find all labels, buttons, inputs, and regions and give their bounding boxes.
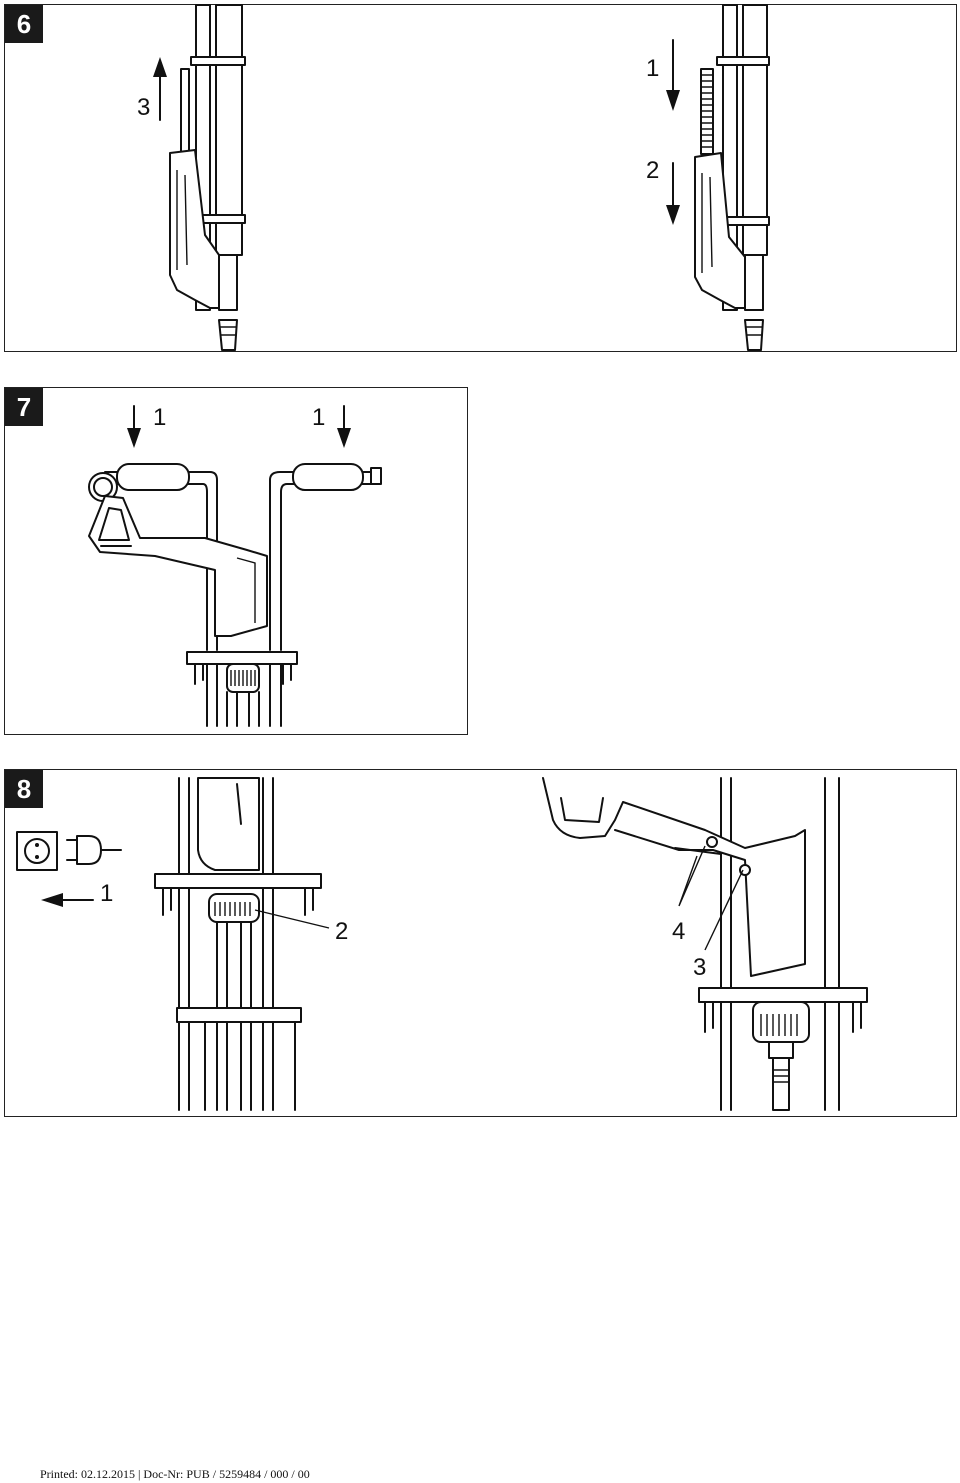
figure-6-panel: 6 bbox=[4, 4, 957, 352]
figure-7-number: 7 bbox=[5, 388, 43, 426]
figure-8-number: 8 bbox=[5, 770, 43, 808]
figure-8-right-unit bbox=[542, 777, 868, 1111]
figure-8-callout-4: 4 bbox=[672, 918, 686, 945]
figure-7-panel: 7 1 1 bbox=[4, 387, 468, 735]
figure-6-left-tool bbox=[153, 4, 246, 351]
figure-8-illustration bbox=[16, 777, 868, 1111]
figure-8-callout-3: 3 bbox=[693, 954, 707, 981]
figure-6-callout-1: 1 bbox=[646, 55, 660, 82]
figure-8-callout-2: 2 bbox=[335, 918, 349, 945]
figure-7-callout-1-right: 1 bbox=[312, 404, 326, 431]
figure-6-right-tool bbox=[666, 4, 770, 351]
figure-7-callout-1-left: 1 bbox=[153, 404, 167, 431]
figure-6-illustration bbox=[153, 4, 770, 351]
figure-8-left-unit bbox=[154, 777, 330, 1111]
figure-8-callout-1: 1 bbox=[100, 880, 114, 907]
figure-8-panel: 8 bbox=[4, 769, 957, 1117]
figure-7-illustration bbox=[88, 405, 382, 727]
figure-6-callout-3: 3 bbox=[137, 94, 151, 121]
unplug-icon bbox=[16, 831, 122, 871]
figure-6-number: 6 bbox=[5, 5, 43, 43]
print-footer: Printed: 02.12.2015 | Doc-Nr: PUB / 5259… bbox=[40, 1467, 310, 1481]
figure-6-callout-2: 2 bbox=[646, 157, 660, 184]
